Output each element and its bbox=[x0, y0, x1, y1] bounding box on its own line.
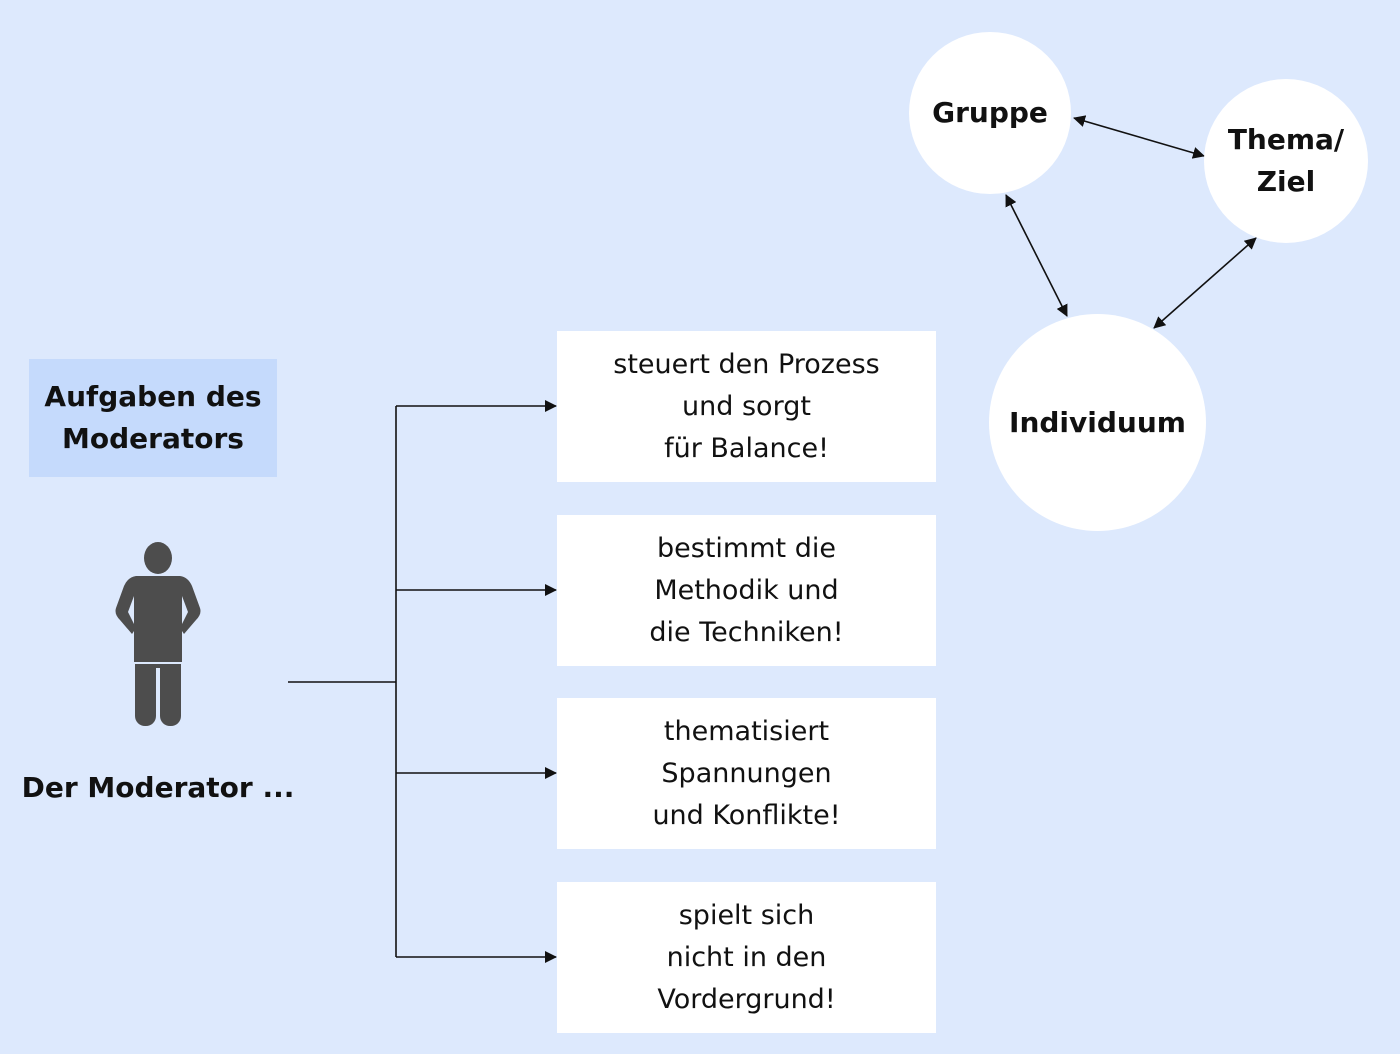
title-box: Aufgaben des Moderators bbox=[29, 359, 277, 477]
task-box-3: thematisiert Spannungen und Konflikte! bbox=[557, 698, 936, 849]
task-box-2: bestimmt die Methodik und die Techniken! bbox=[557, 515, 936, 666]
moderator-caption: Der Moderator ... bbox=[21, 771, 295, 804]
person-hands-on-hips-icon bbox=[115, 542, 201, 728]
task-box-4: spielt sich nicht in den Vordergrund! bbox=[557, 882, 936, 1033]
arrow-thema-individuum bbox=[1153, 237, 1257, 329]
individuum-circle: Individuum bbox=[989, 314, 1206, 531]
thema-ziel-circle: Thema/ Ziel bbox=[1204, 79, 1368, 243]
arrow-gruppe-individuum bbox=[1005, 194, 1068, 317]
gruppe-circle: Gruppe bbox=[909, 32, 1071, 194]
arrow-gruppe-thema bbox=[1073, 115, 1205, 159]
task-box-1: steuert den Prozess und sorgt für Balanc… bbox=[557, 331, 936, 482]
